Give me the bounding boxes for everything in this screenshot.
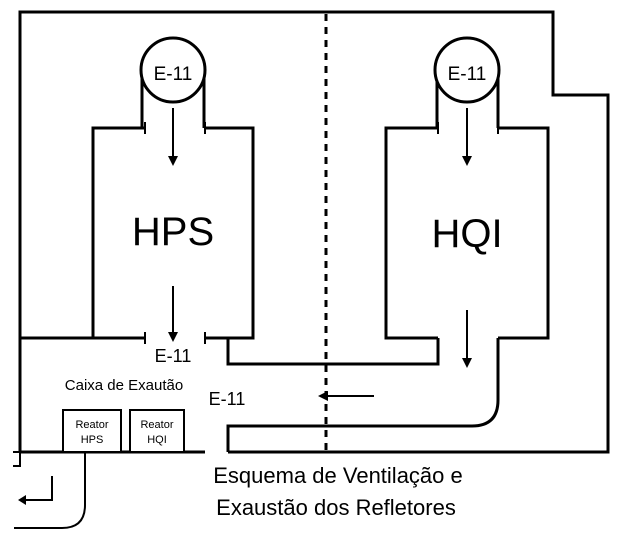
exhaust-duct (226, 338, 500, 452)
side-bend-arrowhead (18, 495, 26, 505)
exhaust-duct-fan-label: E-11 (209, 389, 246, 409)
fan-right-label: E-11 (448, 64, 487, 85)
room-left-label: HPS (132, 210, 214, 254)
caption-line2: Exaustão dos Refletores (216, 495, 456, 520)
reactor-hqi-line2: HQI (147, 434, 167, 446)
reactor-hqi-box (129, 409, 185, 453)
side-bend (26, 476, 53, 501)
fan-right (433, 36, 501, 128)
fan-left-label: E-11 (154, 64, 193, 85)
reactor-pipe (14, 452, 86, 529)
side-bracket (13, 451, 21, 467)
reactor-hqi-line1: Reator (140, 419, 173, 431)
caption-line1: Esquema de Ventilação e (213, 463, 463, 488)
reactor-hps-line1: Reator (75, 419, 108, 431)
exhaust-left-fan-label: E-11 (155, 346, 192, 366)
room-right-label: HQI (431, 212, 502, 256)
reactor-hps-line2: HPS (81, 434, 104, 446)
exhaust-box-label: Caixa de Exautão (65, 377, 183, 394)
fan-left (139, 36, 207, 128)
building-outline (18, 10, 610, 454)
reactor-hps-box (62, 409, 122, 453)
